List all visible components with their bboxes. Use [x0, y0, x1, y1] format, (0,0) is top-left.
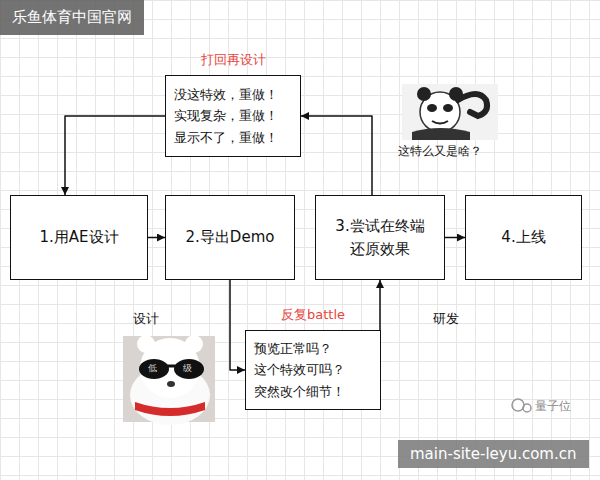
- box-text: 2.导出Demo: [186, 226, 275, 249]
- process-box: 2.导出Demo: [165, 195, 295, 280]
- panda-meme: [402, 84, 498, 140]
- flow-arrow: [65, 116, 165, 195]
- flow-arrow: [230, 280, 245, 370]
- logo-mark: [512, 399, 531, 412]
- box-text: 3.尝试在终端 还原效果: [324, 215, 436, 260]
- lens-text: 级: [183, 362, 192, 375]
- box-text: 预览正常吗？ 这个特效可吗？ 突然改个细节！: [254, 338, 372, 402]
- box-heading: 反复battle: [246, 306, 380, 324]
- lens-text: 低: [148, 362, 157, 375]
- site-watermark: 乐鱼体育中国官网: [0, 0, 144, 35]
- box-text: 没这特效，重做！ 实现复杂，重做！ 显示不了，重做！: [174, 84, 292, 148]
- box-heading: 打回再设计: [166, 51, 300, 69]
- section-label: 设计: [133, 310, 159, 328]
- source-watermark: 量子位: [535, 398, 571, 415]
- bear-meme: [123, 335, 215, 425]
- meme-caption: 这特么又是啥？: [398, 143, 482, 160]
- flow-arrow: [445, 237, 465, 239]
- box-text: 4.上线: [501, 226, 545, 249]
- box-text: 1.用AE设计: [39, 226, 118, 249]
- feedback-box: 反复battle预览正常吗？ 这个特效可吗？ 突然改个细节！: [245, 330, 381, 410]
- flow-arrow: [148, 237, 165, 239]
- process-box: 1.用AE设计: [10, 195, 148, 280]
- feedback-box: 打回再设计没这特效，重做！ 实现复杂，重做！ 显示不了，重做！: [165, 75, 301, 157]
- site-watermark: main-site-leyu.com.cn: [398, 440, 589, 468]
- process-box: 3.尝试在终端 还原效果: [315, 195, 445, 280]
- process-box: 4.上线: [465, 195, 582, 280]
- section-label: 研发: [433, 310, 459, 328]
- flow-arrow: [301, 116, 372, 195]
